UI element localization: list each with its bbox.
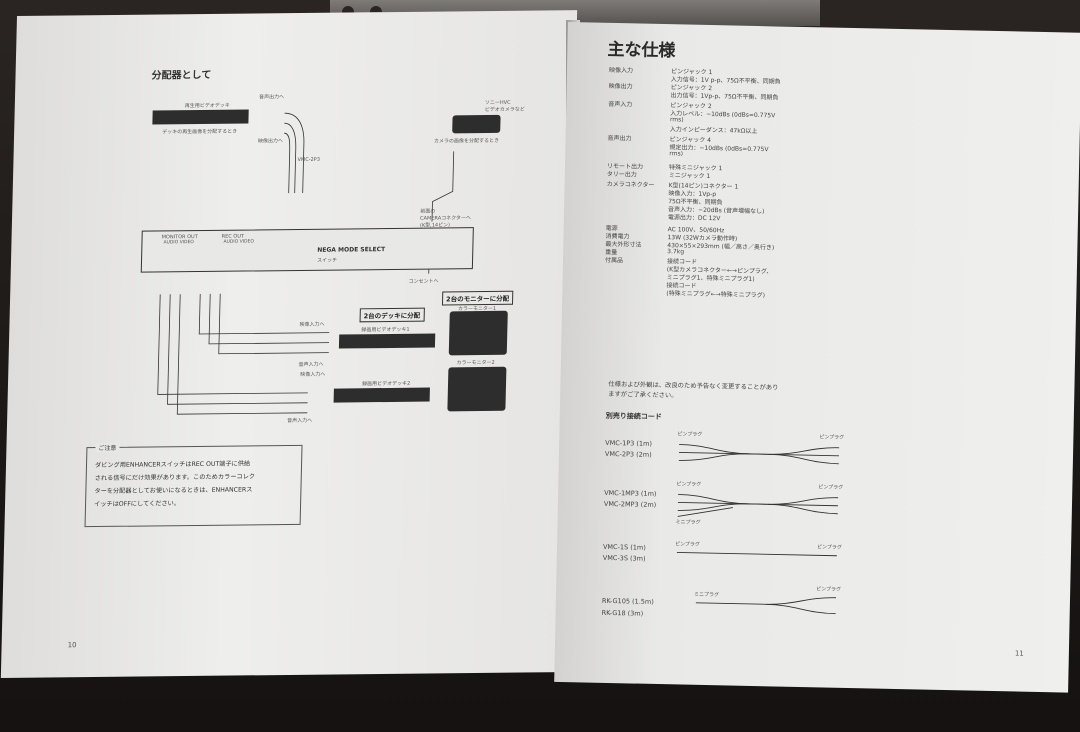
color-monitor-2-label: カラーモニター2 [456,359,495,367]
cable-name: RK-G105 (1.5m) [601,596,654,606]
monitor-sub-label: AUDIO VIDEO [163,240,194,246]
left-page: 分配器として 再生用ビデオデッキ デッキの [0,10,578,678]
camera-label: ソニーHVC ビデオカメラなど [484,99,525,114]
color-monitor-2 [447,366,507,412]
color-monitor-1 [448,310,508,356]
camera [452,114,501,134]
note-title: ご注意 [95,442,120,453]
plug-label: ピンプラグ [819,434,845,441]
video-in-1-label: 映像入力へ [299,321,325,328]
left-page-number: 10 [67,641,77,650]
camera-note: カメラの画像を分配するとき [433,137,500,145]
cable-name: VMC-1P3 (1m) [605,438,653,448]
rec-deck-1 [338,333,436,349]
plug-label: ピンプラグ [675,541,701,548]
rec-deck-2 [333,387,430,403]
cable-name: VMC-2MP3 (2m) [603,499,657,509]
audio-out-label: 音声出力へ [258,94,285,101]
video-in-2-label: 映像入力へ [300,371,326,378]
rec-deck-1-label: 録画用ビデオデッキ1 [361,326,410,334]
playback-deck-label: 再生用ビデオデッキ [184,102,230,110]
rec-deck-2-label: 録画用ビデオデッキ2 [361,380,411,388]
audio-in-2-label: 音声入力へ [287,417,313,425]
outlet-label: コンセントへ [408,278,439,285]
two-monitors-tab: 2台のモニターに分配 [441,290,514,306]
wiring-diagram [157,112,455,415]
cable-label: VMC-2P3 [297,156,320,164]
audio-in-1-label: 音声入力へ [298,361,324,368]
cable-drawings [676,443,840,615]
nega-mode-label: NEGA MODE SELECT [317,246,386,254]
playback-note: デッキの再生画像を分配するとき [162,128,238,136]
plug-label: ミニプラグ [675,519,701,526]
playback-deck [152,109,249,125]
two-decks-tab: 2台のデッキに分配 [359,307,425,323]
cable-name: VMC-1S (1m) [602,542,646,552]
cable-name: VMC-2P3 (2m) [604,449,652,459]
caution-note: ご注意 ダビング用ENHANCERスイッチはREC OUT端子に供給 される信号… [84,442,303,528]
front-connector-label: 前面の CAMERAコネクターへ (K型,14ピン) [419,208,472,229]
right-page-number: 11 [1014,649,1024,658]
plug-label: ピンプラグ [816,586,842,593]
note-line: される信号にだけ効果があります。このためカラーコレク [94,473,256,483]
rec-sub-label: AUDIO VIDEO [223,239,254,245]
video-out-label: 映像出力へ [257,138,284,145]
note-line: ターを分配器としてお使いになるときは、ENHANCERス [94,486,253,496]
plug-label: ピンプラグ [676,481,702,488]
cable-name: VMC-3S (3m) [602,553,646,563]
cable-name: RK-G18 (3m) [601,608,644,618]
plug-label: ピンプラグ [677,431,703,438]
plug-label: ピンプラグ [818,484,844,491]
note-line: イッチはOFFにしてください。 [93,500,181,509]
note-line: ダビング用ENHANCERスイッチはREC OUT端子に供給 [94,460,251,470]
switch-label: スイッチ [316,257,338,264]
plug-label: ミニプラグ [693,591,720,599]
cable-name: VMC-1MP3 (1m) [604,488,657,498]
plug-label: ピンプラグ [816,544,842,551]
